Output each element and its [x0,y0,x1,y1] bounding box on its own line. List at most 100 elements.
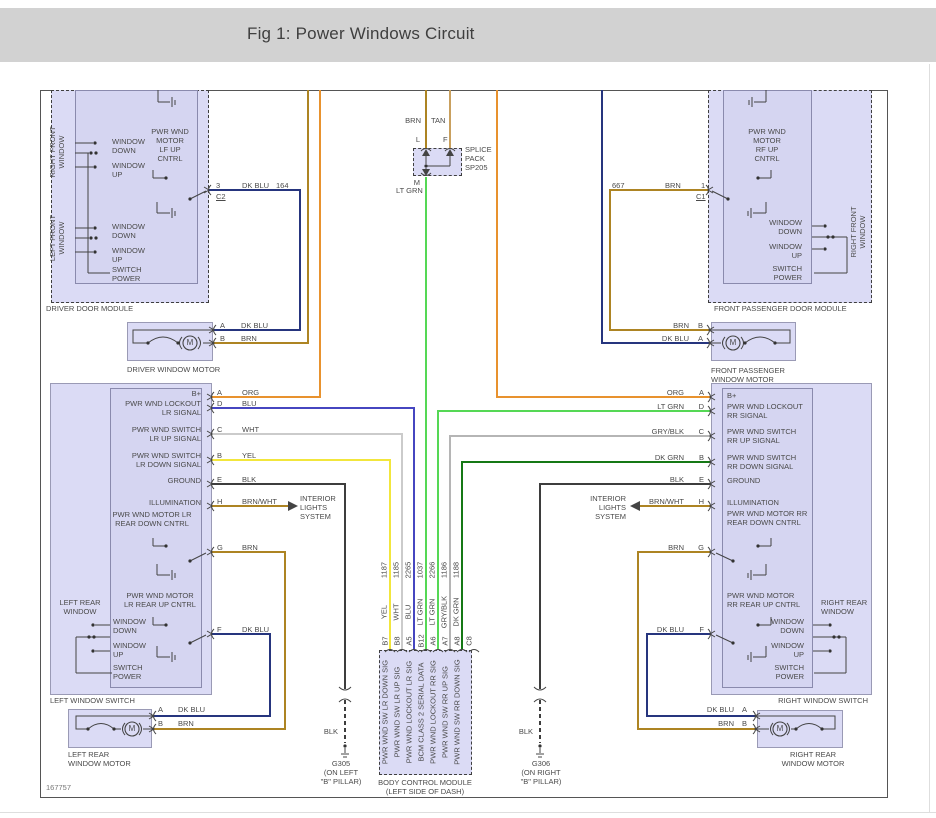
pin-letter: E [217,475,223,484]
pin-number: 3 [216,181,221,190]
pin-letter: F [217,625,222,634]
bcm-signal: PWR WND LOCKOUT RR SIG [428,660,438,764]
wire-color-label: WHT [242,425,260,434]
wire-color-label: BLU [403,604,413,620]
wire-color-label: BLK [669,475,684,484]
wire-color-label: ORG [666,388,684,397]
circuit-number: 164 [276,181,289,190]
wire-color-label: DK BLU [241,321,269,330]
pin-letter: G [698,543,704,552]
wire-color-label: DK BLU [242,181,270,190]
wire-color-label: GRY/BLK [651,427,684,436]
pin-id: C8 [464,636,474,646]
pin-letter: B [698,453,704,462]
pin-letter: B [158,719,164,728]
component-label: DRIVER WINDOW MOTOR [127,365,221,374]
wire-color-label: BRN [241,334,257,343]
circuit-number: 1186 [439,561,449,579]
pin-letter: B [742,719,748,728]
connector-id: C2 [216,192,226,201]
motor-symbol-letter: M [729,338,737,347]
pin-letter: G [217,543,223,552]
ground-label: G305(ON LEFT"B" PILLAR) [320,759,362,786]
wire-color-label: BLK [518,727,533,736]
pin-id: B12 [416,634,426,648]
figure-title: Fig 1: Power Windows Circuit [247,24,475,43]
circuit-number: 2265 [403,561,413,579]
module-sublabel: (LEFT SIDE OF DASH) [385,787,465,796]
figure-header: Fig 1: Power Windows Circuit [0,8,936,62]
pin-letter: C [698,427,704,436]
wire-color-label: YEL [242,451,257,460]
pin-letter: B [217,451,223,460]
wire-color-label: BRN [178,719,194,728]
bcm-signal: PWR WND SW LR DOWN SIG [380,659,390,765]
wire-color-label: BLK [242,475,257,484]
pin-letter: A [698,388,704,397]
pin-letter: F [443,135,448,144]
module-label: FRONT PASSENGER DOOR MODULE [714,304,847,313]
pin-letter: A [220,321,226,330]
wire-color-label: LT GRN [657,402,684,411]
pin-letter: F [699,625,704,634]
wire-color-label: BRN/WHT [649,497,684,506]
bcm-signal: BCM CLASS 2 SERIAL DATA [416,662,426,762]
wire-color-label: BRN [718,719,734,728]
circuit-number: 667 [612,181,625,190]
pin-id: A5 [404,636,414,646]
bcm-signal: PWR WND SW LR UP SIG [392,666,402,758]
wire-color-label: LT GRN [427,598,437,626]
wire-color-label: BRN [665,181,681,190]
circuit-number: 1037 [415,561,425,579]
motor-symbol-letter: M [186,338,194,347]
wire-color-label: BRN/WHT [242,497,277,506]
bcm-signal: PWR WND LOCKOUT LR SIG [404,660,414,764]
wire-color-label: DK GRN [654,453,684,462]
circuit-number: 1187 [379,561,389,579]
ground-label: G306(ON RIGHT"B" PILLAR) [520,759,562,786]
motor-symbol-letter: M [128,724,136,733]
pin-letter: C [217,425,223,434]
wire-color-label: LT GRN [396,186,423,195]
wire-color-label: DK BLU [706,705,734,714]
circuit-number: 2266 [427,561,437,579]
wire-color-label: DK GRN [451,597,461,627]
wire-color-label: GRY/BLK [439,595,449,629]
circuit-number: 1185 [391,561,401,579]
pin-letter: A [698,334,704,343]
signal-label: ILLUMINATION [149,498,201,507]
wire-color-label: WHT [391,603,401,621]
wire-color-label: LT GRN [415,598,425,626]
pin-number: 1 [701,181,706,190]
bcm-signal: PWR WND SW RR UP SIG [440,666,450,758]
pin-letter: A [742,705,748,714]
wire-color-label: DK BLU [656,625,684,634]
signal-label: ILLUMINATION [727,498,779,507]
component-label: LEFT WINDOW SWITCH [50,696,135,705]
wire-color-label: DK BLU [178,705,206,714]
wire-color-label: BRN [405,116,421,125]
